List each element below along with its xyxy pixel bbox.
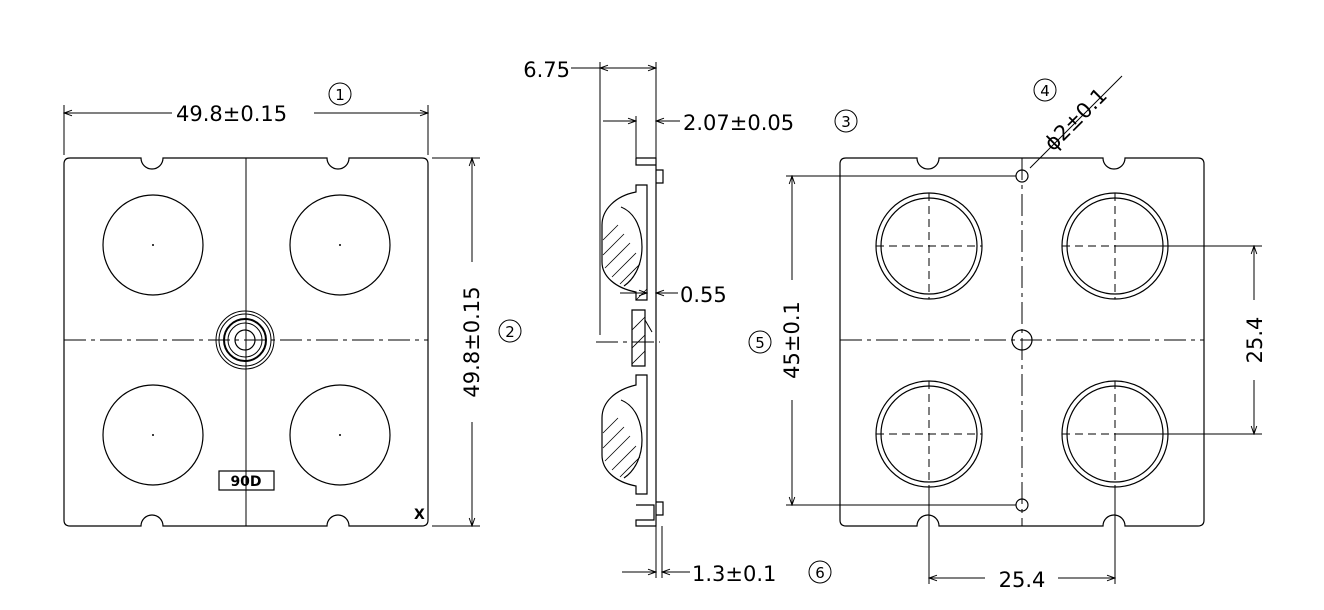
side-total-height-text: 6.75 [523,58,570,82]
front-view: 90D X 49.8±0.15 1 49.8±0.15 2 [63,82,522,527]
side-base-text: 1.3±0.1 [692,562,776,586]
ref-marker-6: 6 [815,564,825,582]
front-width-dimension: 49.8±0.15 1 [64,82,428,155]
lens-bottom-right [289,384,391,486]
side-base-dimension: 1.3±0.1 6 [622,526,832,586]
section-hatching [602,224,648,478]
lens-pitch-vertical-dimension: 25.4 [1115,246,1267,434]
lower-lens-section [601,374,648,495]
hole-diameter-callout: ϕ2±0.1 4 [1029,75,1123,169]
ref-marker-1: 1 [335,86,345,104]
side-flange-text: 2.07±0.05 [683,111,794,135]
back-view: ϕ2±0.1 4 45±0.1 5 25.4 2 [748,75,1267,592]
angle-label-box: 90D [218,470,275,491]
ref-marker-5: 5 [755,334,765,352]
lens-top-left [102,194,204,296]
front-outline [63,157,429,527]
lens-pitch-horizontal-text: 25.4 [999,568,1046,592]
back-outline [839,157,1205,527]
lens-top-right [289,194,391,296]
center-pin [1011,329,1033,351]
hole-spacing-dimension: 45±0.1 5 [748,176,1016,505]
lens-center-dot [152,434,154,436]
hole-spacing-text: 45±0.1 [780,301,804,379]
side-view: 6.75 2.07±0.05 3 0.55 1.3±0.1 6 [523,58,858,586]
lens-pitch-horizontal-dimension: 25.4 [929,487,1115,592]
back-lens-top-left [875,192,983,300]
ref-marker-2: 2 [505,323,515,341]
back-lens-bottom-left [875,380,983,488]
corner-mark-text: X [414,507,425,523]
side-gap-dimension: 0.55 [620,283,727,307]
hole-diameter-text: ϕ2±0.1 [1040,83,1112,155]
upper-lens-section [601,184,648,301]
lens-pitch-vertical-text: 25.4 [1243,317,1267,364]
lens-bottom-left [102,384,204,486]
center-spacer [631,309,646,367]
center-boss [215,310,275,370]
lens-center-dot [339,434,341,436]
front-width-text: 49.8±0.15 [176,102,287,126]
angle-mark-text: 90D [230,474,261,490]
flange-plate [635,157,657,527]
lens-center-dot [339,244,341,246]
side-gap-text: 0.55 [680,283,727,307]
side-total-height-dimension: 6.75 [523,58,656,335]
ref-marker-3: 3 [841,113,851,131]
side-flange-dimension: 2.07±0.05 3 [603,109,858,158]
front-height-dimension: 49.8±0.15 2 [432,158,522,526]
lens-center-dot [152,244,154,246]
ref-marker-4: 4 [1040,82,1050,100]
front-height-text: 49.8±0.15 [460,286,484,397]
